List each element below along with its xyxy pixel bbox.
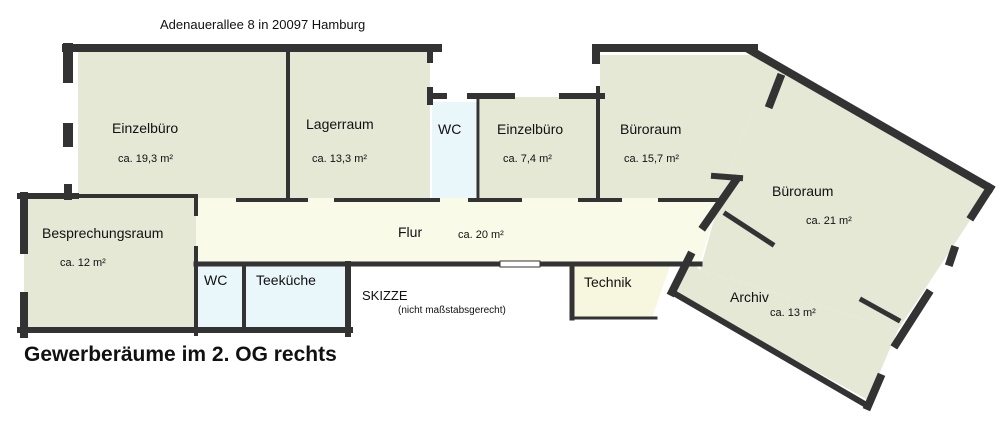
room-einzelbuero-2 [480, 97, 598, 198]
room-bueroraum-1 [600, 55, 752, 198]
area-einzelbuero-2: ca. 7,4 m² [503, 153, 552, 165]
sketch-label: SKIZZE [362, 288, 408, 303]
label-teekueche: Teeküche [256, 272, 316, 288]
room-bueroraum-2 [700, 55, 990, 330]
room-lagerraum [290, 52, 430, 198]
room-besprechungsraum [24, 198, 196, 330]
label-lagerraum: Lagerraum [306, 116, 374, 132]
label-einzelbuero-2: Einzelbüro [497, 121, 563, 137]
room-fills [24, 52, 990, 400]
room-wc-top [432, 102, 478, 198]
area-bueroraum-1: ca. 15,7 m² [624, 153, 679, 165]
label-bueroraum-2: Büroraum [772, 183, 833, 199]
room-archiv [672, 258, 898, 400]
room-teekueche [246, 262, 348, 330]
sketch-note: (nicht maßstabsgerecht) [398, 305, 506, 316]
label-archiv: Archiv [730, 289, 769, 305]
area-lagerraum: ca. 13,3 m² [312, 153, 367, 165]
area-flur: ca. 20 m² [458, 229, 504, 241]
label-besprechungsraum: Besprechungsraum [42, 225, 163, 241]
window-marker [499, 260, 541, 268]
area-archiv: ca. 13 m² [770, 307, 816, 319]
floor-caption: Gewerberäume im 2. OG rechts [24, 343, 337, 366]
area-einzelbuero-1: ca. 19,3 m² [118, 153, 173, 165]
area-besprechungsraum: ca. 12 m² [60, 257, 106, 269]
room-flur [196, 198, 720, 262]
room-einzelbuero-1 [78, 52, 288, 198]
area-bueroraum-2: ca. 21 m² [806, 215, 852, 227]
room-labels: Einzelbüro ca. 19,3 m² Lagerraum ca. 13,… [42, 116, 852, 319]
label-wc-bottom: WC [204, 272, 227, 288]
label-wc-top: WC [438, 121, 461, 137]
label-flur: Flur [398, 224, 422, 240]
label-technik: Technik [584, 274, 632, 290]
walls [17, 43, 996, 412]
room-technik [574, 266, 670, 318]
address-heading: Adenauerallee 8 in 20097 Hamburg [160, 17, 365, 32]
label-einzelbuero-1: Einzelbüro [112, 120, 178, 136]
label-bueroraum-1: Büroraum [620, 121, 681, 137]
room-wc-bottom [198, 262, 244, 330]
